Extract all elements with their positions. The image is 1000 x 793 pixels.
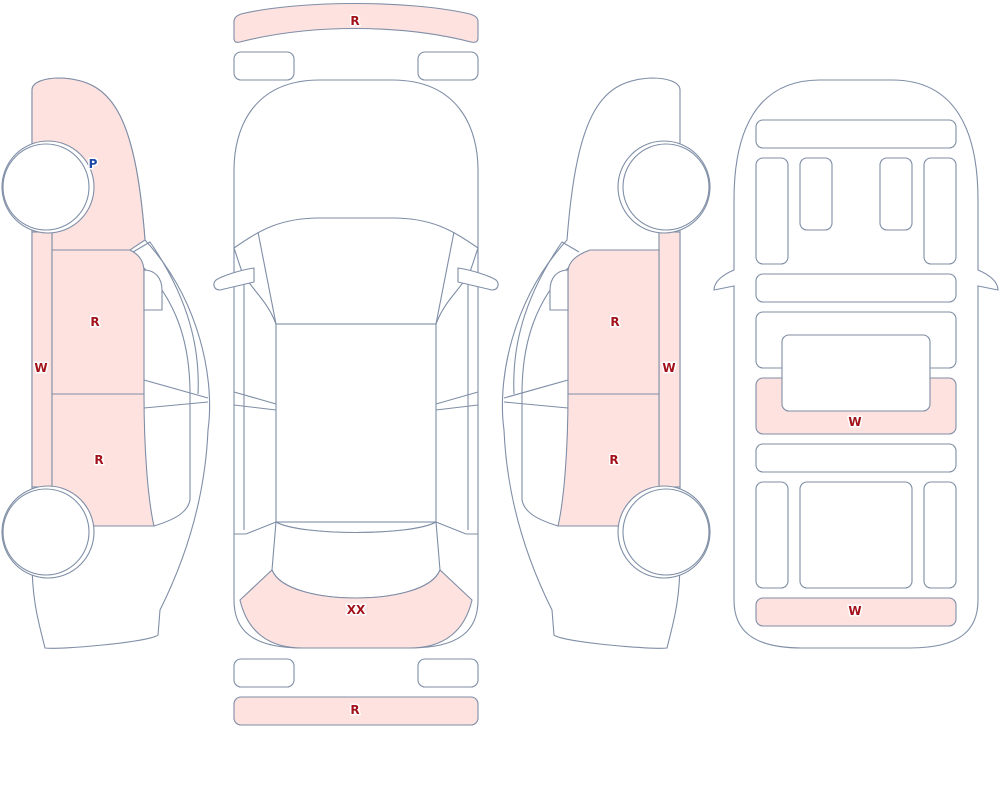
rear-window[interactable] [271,521,441,599]
a-pillar-lines [243,231,469,530]
front-bumper[interactable] [233,2,479,43]
right-side-view: R R W [501,77,711,649]
left-pillar-lines [143,379,209,409]
right-a-pillar [513,241,580,395]
floor-right-rail-rear[interactable] [923,481,957,589]
right-mirror[interactable] [549,269,569,311]
floor-rear-end-panel[interactable] [755,597,957,627]
floor-front-panel[interactable] [755,119,957,149]
right-rocker-code: W [662,361,675,375]
left-rocker-code: W [34,361,47,375]
left-rear-door-code: R [94,453,103,467]
rear-bumper-code: R [350,703,359,717]
trunk-lid-code: XX [347,603,366,617]
right-rear-door-code: R [609,453,618,467]
roof[interactable] [275,323,437,523]
trunk-lid[interactable] [239,569,473,649]
floor-cross-member[interactable] [755,273,957,303]
right-pillar-lines [503,379,569,409]
front-right-headlight[interactable] [417,51,479,81]
side-lines [233,391,479,535]
left-rocker-panel[interactable] [31,231,53,488]
right-rocker-panel[interactable] [658,231,681,488]
underbody-view: W W [713,79,999,649]
left-window-line [143,267,191,527]
left-front-door-code: R [90,315,99,329]
left-mirror-top[interactable] [213,267,255,291]
floor-rear-end-code: W [848,604,861,618]
left-a-pillar [132,241,199,395]
floor-left-rail-front[interactable] [755,157,789,265]
rear-bumper[interactable] [233,696,479,726]
right-rear-wheel[interactable] [622,488,710,576]
left-front-door[interactable] [51,249,145,395]
right-front-wheel[interactable] [622,143,710,231]
right-front-door-code: R [610,315,619,329]
floor-trunk-pan[interactable] [799,481,913,589]
floor-right-rail-front[interactable] [923,157,957,265]
rear-right-taillight[interactable] [417,658,479,688]
floor-left-rail-rear[interactable] [755,481,789,589]
left-fender-code: P [89,157,98,171]
floor-left-mount[interactable] [799,157,833,231]
windshield[interactable] [233,217,479,325]
front-left-headlight[interactable] [233,51,295,81]
front-bumper-code: R [350,14,359,28]
right-front-door[interactable] [567,249,660,395]
left-side-view: P W R R [1,77,211,649]
rear-left-taillight[interactable] [233,658,295,688]
top-view: R XX R [213,2,499,726]
floor-tunnel-panel[interactable] [781,334,931,412]
right-mirror-top[interactable] [457,267,499,291]
floor-rear-cross-member[interactable] [755,443,957,473]
left-front-wheel[interactable] [2,143,90,231]
left-mirror[interactable] [143,269,163,311]
left-rear-wheel[interactable] [2,488,90,576]
floor-right-mount[interactable] [879,157,913,231]
right-window-line [521,267,569,527]
floor-rear-panel-code: W [848,415,861,429]
